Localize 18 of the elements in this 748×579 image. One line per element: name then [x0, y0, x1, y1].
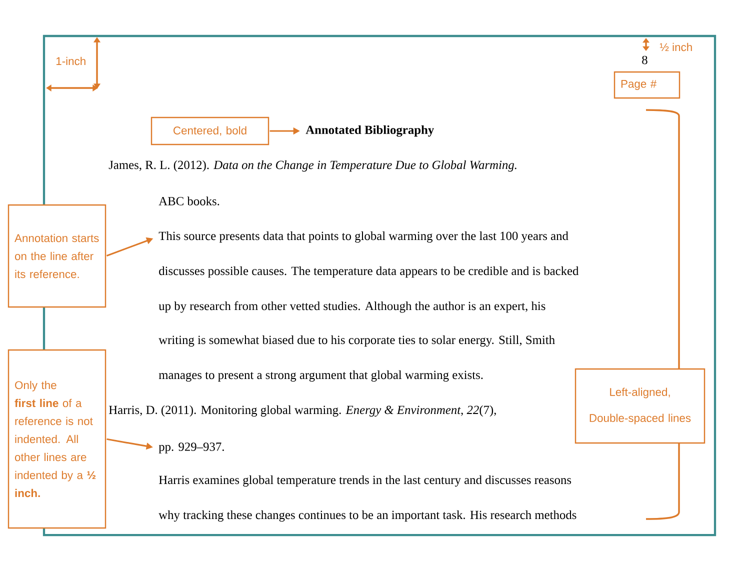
text-line: Harris examines global temperature trends in the last century and discusses reasons [158, 475, 572, 487]
callout-box: Page # [614, 71, 680, 99]
text-line: pp. 929–937. [158, 442, 224, 454]
callout-box: Annotation starts on the line after its reference. [8, 204, 106, 308]
callout-box: Left-aligned, Double-spaced lines [574, 368, 706, 444]
text-line: ABC books. [158, 196, 220, 206]
text-line: up by research from other vetted studies. Although the author is an expert, his [158, 301, 546, 313]
text-line: James, R. L. (2012). Data on the Change in Temperature Due to Global Warming. [108, 160, 516, 172]
callout-box: Only the first line of a reference is not indented. All other lines are indented by a ½ inch. [8, 349, 106, 529]
callout-box: Centered, bold [150, 116, 270, 146]
text-line: This source presents data that points to global warming over the last 100 years and [158, 231, 568, 243]
text-line: discusses possible causes. The temperature data appears to be credible and is backed [159, 266, 579, 278]
text-line: writing is somewhat biased due to his corporate ties to solar energy. Still, Smith [158, 335, 555, 347]
text-line: why tracking these changes continues to be an important task. His research methods [158, 510, 576, 522]
dimension-label: 1-inch [56, 56, 86, 66]
dimension-label: ½ inch [660, 42, 692, 52]
heading: Annotated Bibliography [306, 125, 434, 137]
text-line: manages to present a strong argument that global warming exists. [158, 370, 483, 382]
